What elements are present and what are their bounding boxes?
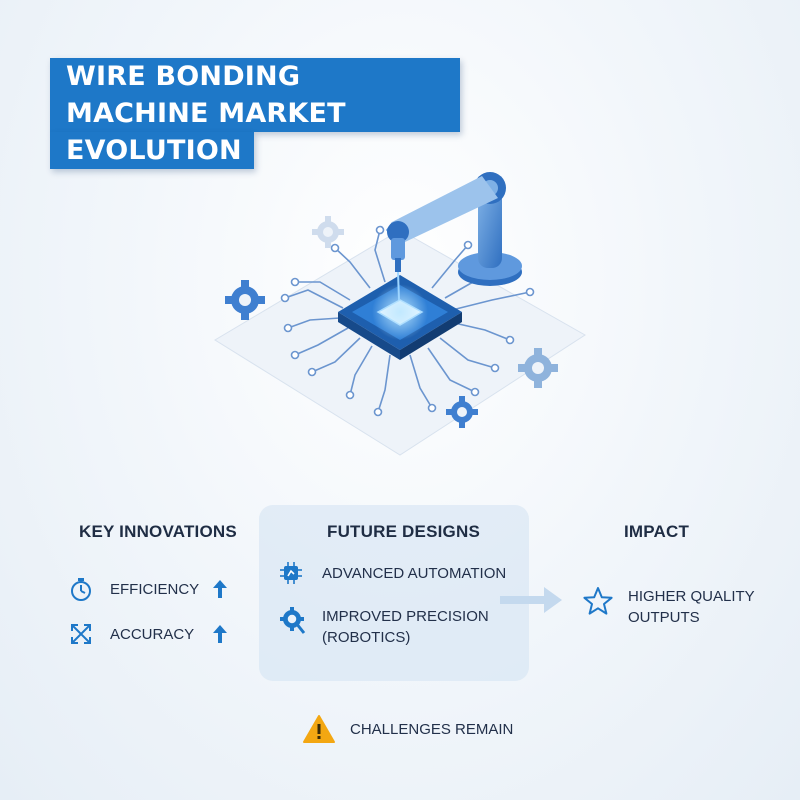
flow-arrow-icon — [500, 587, 562, 613]
impact-heading: IMPACT — [624, 522, 690, 541]
title-line-2: EVOLUTION — [50, 132, 254, 169]
future-label-line1: IMPROVED PRECISION — [322, 608, 489, 625]
up-arrow-icon — [213, 580, 227, 598]
gear-search-icon — [280, 607, 306, 634]
challenges-label: CHALLENGES REMAIN — [350, 720, 514, 738]
future-item-precision: IMPROVED PRECISION (ROBOTICS) — [280, 606, 489, 648]
robotic-arm — [386, 172, 522, 301]
gear-decoration — [225, 216, 558, 428]
page-title: WIRE BONDING MACHINE MARKET EVOLUTION — [50, 58, 460, 169]
impact-item: HIGHER QUALITY OUTPUTS — [582, 585, 755, 628]
key-innovations-heading: KEY INNOVATIONS — [79, 522, 237, 541]
microchip — [338, 275, 462, 360]
impact-label-line1: HIGHER QUALITY — [628, 588, 755, 605]
warning-icon — [303, 715, 335, 743]
wire-bonder-illustration — [214, 172, 586, 456]
impact-label-line2: OUTPUTS — [628, 609, 700, 626]
title-line-1: WIRE BONDING MACHINE MARKET — [50, 58, 460, 132]
up-arrow-icon — [213, 625, 227, 643]
future-item-automation: ADVANCED AUTOMATION — [280, 562, 506, 584]
challenges-row: CHALLENGES REMAIN — [302, 714, 513, 744]
future-designs-heading: FUTURE DESIGNS — [327, 522, 480, 541]
innovation-label: ACCURACY — [110, 625, 195, 643]
innovation-item-efficiency: EFFICIENCY — [68, 576, 228, 602]
innovation-item-accuracy: ACCURACY — [68, 621, 228, 647]
future-designs-panel — [259, 505, 529, 681]
star-icon — [583, 587, 613, 615]
future-label: ADVANCED AUTOMATION — [322, 564, 507, 582]
future-label-line2: (ROBOTICS) — [322, 629, 411, 646]
circuit-traces — [284, 229, 531, 413]
chip-icon — [280, 562, 302, 584]
precision-arrows-icon — [71, 624, 91, 644]
stopwatch-icon — [71, 578, 91, 601]
innovation-label: EFFICIENCY — [110, 580, 200, 598]
